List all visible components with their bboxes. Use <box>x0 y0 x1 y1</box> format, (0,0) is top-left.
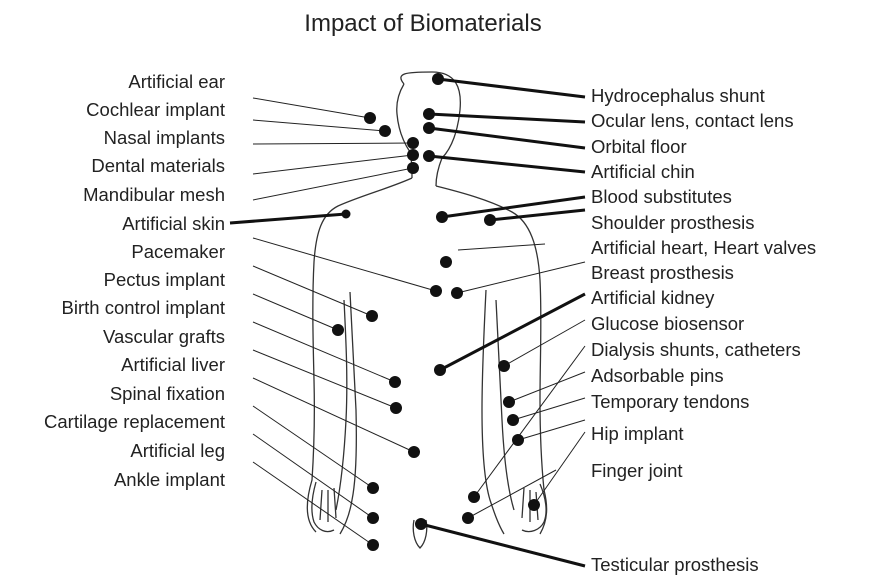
dot-ear <box>364 112 376 124</box>
label-artificial-heart: Artificial heart, Heart valves <box>591 237 816 258</box>
label-finger-joint: Finger joint <box>591 460 683 481</box>
dot-pins <box>503 396 515 408</box>
dot-liver <box>390 402 402 414</box>
connector-artificial-chin <box>429 156 585 172</box>
label-pacemaker: Pacemaker <box>131 241 225 262</box>
dot-cartilage <box>367 482 379 494</box>
label-artificial-liver: Artificial liver <box>121 354 225 375</box>
connector-hip-lower <box>468 470 556 518</box>
connector-artificial-skin <box>230 214 346 223</box>
label-pectus-implant: Pectus implant <box>104 269 225 290</box>
label-testicular-prosthesis: Testicular prosthesis <box>591 554 759 575</box>
dot-ankle <box>367 539 379 551</box>
label-hydrocephalus-shunt: Hydrocephalus shunt <box>591 85 765 106</box>
connector-pacemaker <box>253 238 436 291</box>
dot-glucose <box>498 360 510 372</box>
connector-glucose-biosensor <box>504 320 585 366</box>
label-orbital-floor: Orbital floor <box>591 136 687 157</box>
dot-finger <box>528 499 540 511</box>
label-nasal-implants: Nasal implants <box>104 127 225 148</box>
label-adsorbable-pins: Adsorbable pins <box>591 365 724 386</box>
dot-hip-lower <box>462 512 474 524</box>
right-arm-outline <box>436 186 547 534</box>
label-dialysis-shunts: Dialysis shunts, catheters <box>591 339 801 360</box>
dot-kidney <box>434 364 446 376</box>
label-artificial-skin: Artificial skin <box>122 213 225 234</box>
dot-birth-control <box>332 324 344 336</box>
dot-skin <box>342 210 351 219</box>
label-ankle-implant: Ankle implant <box>114 469 225 490</box>
dot-breast <box>451 287 463 299</box>
label-ocular-lens: Ocular lens, contact lens <box>591 110 794 131</box>
dot-pacemaker <box>430 285 442 297</box>
connector-dental-materials <box>253 155 413 174</box>
connector-birth-control-implant <box>253 294 338 330</box>
label-glucose-biosensor: Glucose biosensor <box>591 313 744 334</box>
dot-dental <box>407 149 419 161</box>
connector-mandibular-mesh <box>253 168 413 200</box>
label-cochlear-implant: Cochlear implant <box>86 99 225 120</box>
label-artificial-kidney: Artificial kidney <box>591 287 715 308</box>
label-vascular-grafts: Vascular grafts <box>103 326 225 347</box>
dot-mandibular <box>407 162 419 174</box>
connector-dialysis-shunts <box>474 346 585 497</box>
connector-shoulder-prosthesis <box>490 210 585 220</box>
dot-orbital <box>423 122 435 134</box>
label-shoulder-prosthesis: Shoulder prosthesis <box>591 212 755 233</box>
connector-spinal-fixation <box>253 378 414 452</box>
label-breast-prosthesis: Breast prosthesis <box>591 262 734 283</box>
connector-ocular-lens <box>429 114 585 122</box>
connector-artificial-liver <box>253 350 396 408</box>
label-artificial-ear: Artificial ear <box>128 71 225 92</box>
connector-artificial-heart <box>458 244 545 250</box>
dot-nasal <box>407 137 419 149</box>
dot-dialysis <box>468 491 480 503</box>
dot-pectus <box>366 310 378 322</box>
label-dental-materials: Dental materials <box>91 155 225 176</box>
connector-vascular-grafts <box>253 322 395 382</box>
connector-temporary-tendons <box>513 398 585 420</box>
dot-heart <box>440 256 452 268</box>
label-temporary-tendons: Temporary tendons <box>591 391 749 412</box>
connector-orbital-floor <box>429 128 585 148</box>
dot-ocular <box>423 108 435 120</box>
dot-chin <box>423 150 435 162</box>
right-labels: Hydrocephalus shunt Ocular lens, contact… <box>591 85 816 575</box>
label-birth-control-implant: Birth control implant <box>62 297 225 318</box>
dot-shoulder <box>484 214 496 226</box>
connector-cochlear-implant <box>253 120 385 131</box>
connector-lines <box>230 79 585 566</box>
dot-leg <box>367 512 379 524</box>
dot-testicular <box>415 518 427 530</box>
dot-cochlear <box>379 125 391 137</box>
dot-tendons <box>507 414 519 426</box>
label-spinal-fixation: Spinal fixation <box>110 383 225 404</box>
label-artificial-leg: Artificial leg <box>130 440 225 461</box>
label-hip-implant: Hip implant <box>591 423 684 444</box>
label-cartilage-replacement: Cartilage replacement <box>44 411 225 432</box>
connector-breast-prosthesis <box>457 262 585 293</box>
dot-vascular <box>389 376 401 388</box>
connector-artificial-ear <box>253 98 370 118</box>
left-labels: Artificial ear Cochlear implant Nasal im… <box>44 71 225 490</box>
connector-blood-substitutes <box>442 197 585 217</box>
dot-hydrocephalus <box>432 73 444 85</box>
label-mandibular-mesh: Mandibular mesh <box>83 184 225 205</box>
connector-testicular-prosthesis <box>421 524 585 566</box>
label-blood-substitutes: Blood substitutes <box>591 186 732 207</box>
diagram-title: Impact of Biomaterials <box>304 10 541 37</box>
right-torso-outline <box>482 290 504 534</box>
dot-blood <box>436 211 448 223</box>
connector-nasal-implants <box>253 143 413 144</box>
dot-spinal <box>408 446 420 458</box>
label-artificial-chin: Artificial chin <box>591 161 695 182</box>
dot-hip <box>512 434 524 446</box>
